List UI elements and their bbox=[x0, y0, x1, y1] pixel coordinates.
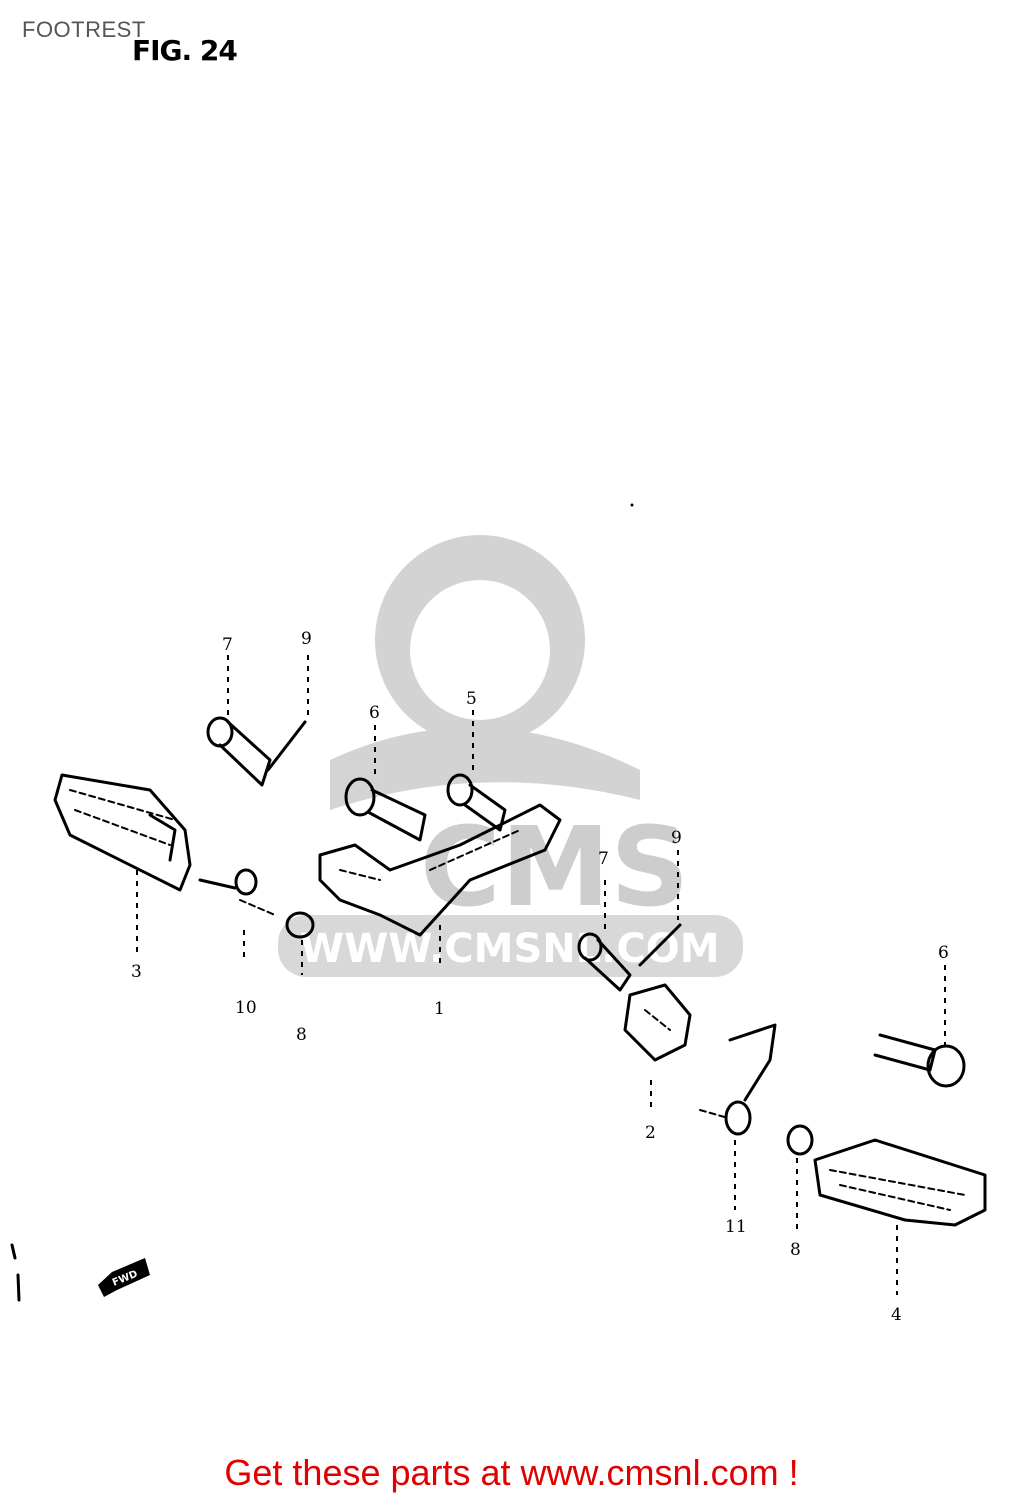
watermark-brand: CMS bbox=[420, 803, 689, 931]
watermark-logo: CMS WWW.CMSNL.COM bbox=[278, 535, 743, 977]
left-footpeg bbox=[53, 773, 192, 892]
watermark-url-band bbox=[278, 915, 743, 977]
callout-7-top: 7 bbox=[222, 635, 233, 655]
watermark-mascot-face bbox=[410, 580, 550, 720]
left-washer bbox=[285, 911, 315, 939]
callout-5: 5 bbox=[466, 689, 477, 709]
right-bolt bbox=[873, 1033, 966, 1088]
callout-2: 2 bbox=[645, 1123, 656, 1143]
right-clevis-pin bbox=[577, 932, 632, 992]
left-cotter-pin bbox=[266, 720, 307, 772]
parts-link[interactable]: Get these parts at www.cmsnl.com ! bbox=[224, 1452, 799, 1493]
figure-label: FIG. 24 bbox=[132, 34, 238, 67]
right-washer bbox=[786, 1124, 814, 1156]
callout-9-right: 9 bbox=[671, 828, 682, 848]
callout-11: 11 bbox=[725, 1217, 747, 1237]
left-clevis-pin bbox=[206, 716, 272, 787]
left-spring bbox=[198, 868, 276, 916]
scan-marks bbox=[10, 503, 634, 1302]
callout-10: 10 bbox=[235, 998, 257, 1018]
callout-3: 3 bbox=[131, 962, 142, 982]
footrest-bracket bbox=[318, 803, 562, 937]
watermark-url: WWW.CMSNL.COM bbox=[300, 926, 720, 972]
right-footpeg bbox=[813, 1138, 987, 1227]
right-cotter-pin bbox=[638, 923, 682, 967]
page-title: FOOTREST bbox=[22, 17, 146, 42]
right-spring bbox=[699, 1023, 777, 1136]
left-bolt bbox=[344, 777, 427, 842]
callout-1: 1 bbox=[434, 999, 445, 1019]
right-bracket bbox=[623, 983, 692, 1062]
leader-lines bbox=[136, 655, 946, 1295]
callout-6-left: 6 bbox=[369, 703, 380, 723]
center-bolt bbox=[446, 773, 507, 832]
callout-6-right: 6 bbox=[938, 943, 949, 963]
forward-direction-arrow: FWD bbox=[98, 1258, 150, 1297]
callout-9-top: 9 bbox=[301, 629, 312, 649]
callout-7-right: 7 bbox=[598, 849, 609, 869]
callout-4: 4 bbox=[891, 1305, 902, 1325]
watermark-mascot-collar bbox=[330, 727, 640, 810]
callout-8-right: 8 bbox=[790, 1240, 801, 1260]
callout-8-left: 8 bbox=[296, 1025, 307, 1045]
